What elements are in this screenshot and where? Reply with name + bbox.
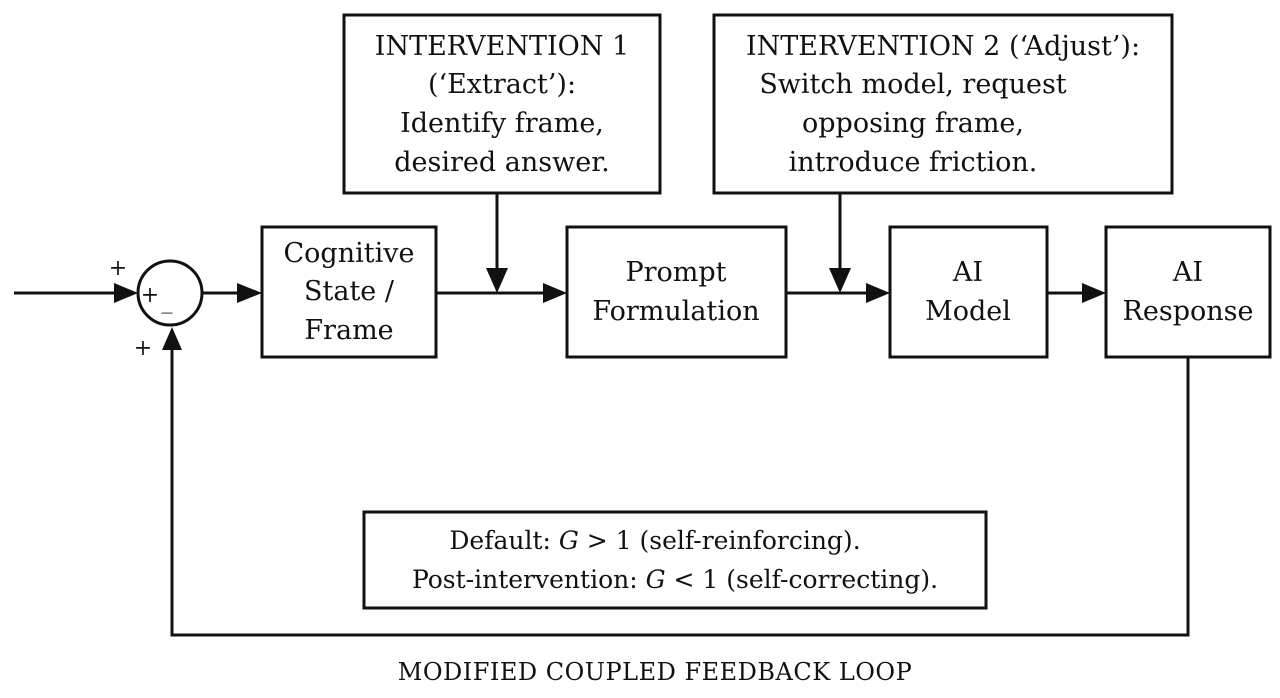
gain-note-line-1-suffix: > 1 (self-reinforcing). bbox=[579, 526, 861, 555]
intervention-1-line-3: Identify frame, bbox=[400, 108, 604, 139]
intervention-1-line-1: INTERVENTION 1 bbox=[375, 31, 629, 62]
feedback-line bbox=[170, 345, 1190, 637]
intervention-2-line-2: Switch model, request bbox=[759, 69, 1066, 100]
prompt-formulation-line-1: Prompt bbox=[625, 257, 726, 288]
cognitive-state-line-2: State / bbox=[304, 276, 395, 307]
diagram-caption: MODIFIED COUPLED FEEDBACK LOOP bbox=[398, 658, 913, 686]
feedback-arrowhead bbox=[162, 327, 182, 350]
intervention-2-box: INTERVENTION 2 (‘Adjust’): Switch model,… bbox=[712, 13, 1174, 195]
ai-response-line-1: AI bbox=[1172, 257, 1203, 288]
ai-model-block: AI Model bbox=[888, 225, 1049, 359]
summing-junction: + _ + + bbox=[109, 256, 204, 361]
ai-model-line-2: Model bbox=[925, 296, 1011, 327]
junction-to-cognitive-arrowhead bbox=[237, 283, 262, 303]
cognitive-state-block: Cognitive State / Frame bbox=[260, 225, 438, 359]
prompt-formulation-line-2: Formulation bbox=[592, 296, 759, 327]
model-to-response-arrowhead bbox=[1082, 283, 1106, 303]
prompt-formulation-block: Prompt Formulation bbox=[565, 225, 788, 359]
gain-note-box: Default: G > 1 (self-reinforcing). Post-… bbox=[362, 510, 988, 610]
gain-note-line-2-prefix: Post-intervention: bbox=[412, 565, 646, 594]
gain-note-line-2-variable: G bbox=[646, 565, 666, 594]
cognitive-to-prompt-arrowhead bbox=[543, 283, 567, 303]
junction-inner-plus: + bbox=[141, 283, 159, 308]
gain-note-line-1-prefix: Default: bbox=[449, 526, 559, 555]
intervention-1-line-4: desired answer. bbox=[394, 147, 609, 178]
intervention-1-box: INTERVENTION 1 (‘Extract’): Identify fra… bbox=[342, 13, 662, 195]
intervention-2-line-3: opposing frame, bbox=[802, 108, 1024, 139]
ai-response-block: AI Response bbox=[1104, 225, 1272, 359]
gain-note-line-2: Post-intervention: G < 1 (self-correctin… bbox=[412, 565, 938, 594]
gain-note-line-1-variable: G bbox=[559, 526, 579, 555]
cognitive-state-line-3: Frame bbox=[304, 315, 393, 346]
intervention-1-line-2: (‘Extract’): bbox=[428, 69, 576, 100]
summing-junction-circle bbox=[136, 259, 204, 327]
cognitive-state-line-1: Cognitive bbox=[284, 238, 415, 269]
ai-model-line-1: AI bbox=[952, 257, 983, 288]
intervention-2-line-4: introduce friction. bbox=[789, 147, 1038, 178]
input-arrowhead bbox=[114, 283, 138, 303]
junction-input-sign: + bbox=[109, 256, 127, 281]
junction-inner-minus: _ bbox=[162, 289, 173, 314]
gain-note-line-2-suffix: < 1 (self-correcting). bbox=[666, 565, 938, 594]
junction-feedback-sign: + bbox=[134, 336, 152, 361]
intervention-2-arrowhead bbox=[829, 268, 851, 293]
gain-note-line-1: Default: G > 1 (self-reinforcing). bbox=[449, 526, 860, 555]
intervention-1-arrowhead bbox=[486, 268, 508, 293]
prompt-to-model-arrowhead bbox=[866, 283, 890, 303]
intervention-2-line-1: INTERVENTION 2 (‘Adjust’): bbox=[746, 31, 1140, 62]
ai-response-line-2: Response bbox=[1123, 296, 1254, 327]
